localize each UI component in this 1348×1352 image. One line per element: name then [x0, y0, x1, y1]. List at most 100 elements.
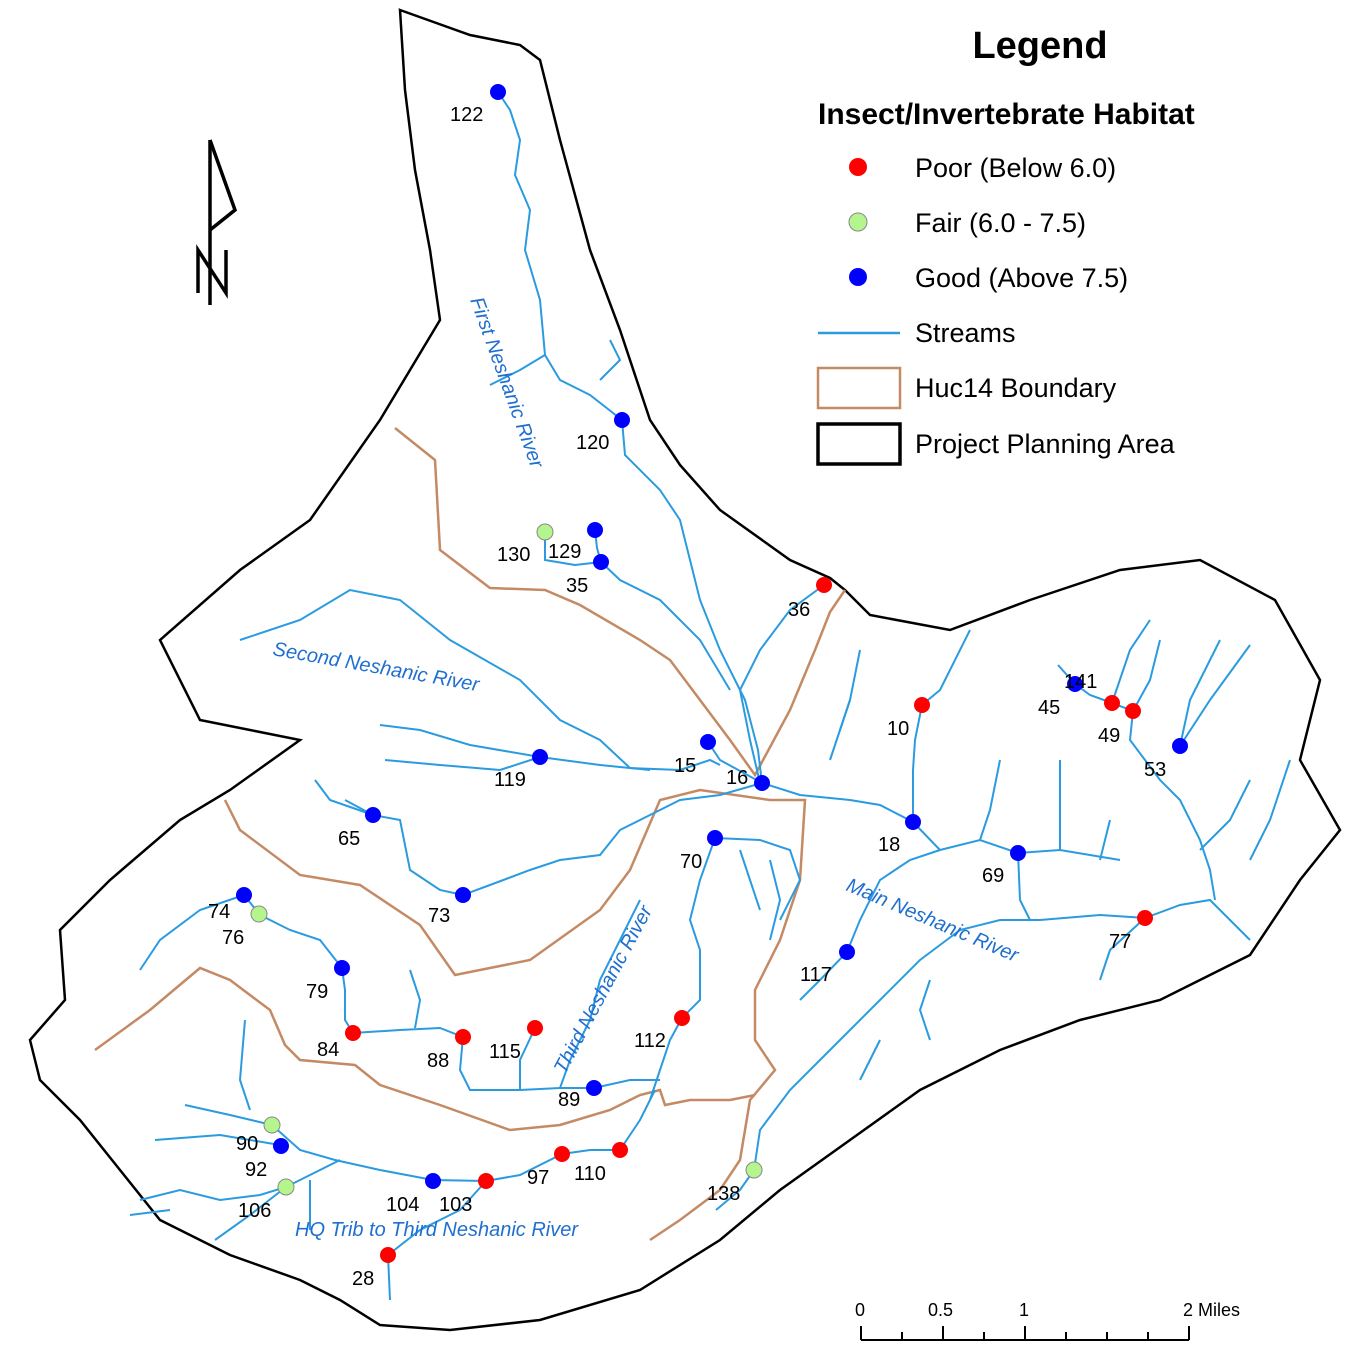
scale-label-05: 0.5: [928, 1300, 953, 1320]
site-141[interactable]: 141: [1064, 671, 1097, 693]
site-label: 138: [707, 1183, 740, 1205]
site-label: 104: [386, 1194, 419, 1216]
site-73[interactable]: 73: [428, 887, 471, 927]
site-28[interactable]: 28: [352, 1247, 396, 1290]
legend-huc14-swatch: [816, 366, 902, 410]
site-label: 117: [800, 964, 832, 986]
legend-good-label: Good (Above 7.5): [915, 263, 1128, 293]
site-77[interactable]: 77: [1109, 910, 1153, 953]
legend-poor-label: Poor (Below 6.0): [915, 153, 1116, 183]
north-arrow-icon: [196, 139, 238, 305]
site-label: 73: [428, 905, 450, 927]
legend-title: Legend: [972, 25, 1107, 67]
site-110[interactable]: 110: [574, 1142, 628, 1185]
site-36[interactable]: 36: [788, 577, 832, 621]
site-label: 74: [208, 901, 230, 923]
site-119[interactable]: 119: [494, 749, 548, 791]
site-120[interactable]: 120: [576, 412, 630, 454]
site-45[interactable]: 45: [1038, 695, 1120, 719]
site-label: 110: [574, 1163, 606, 1185]
site-label: 97: [527, 1167, 549, 1189]
site-label: 76: [222, 927, 244, 949]
sampling-sites: 122 120 130 129 35 36 10 141 45 49 53 11…: [208, 84, 1188, 1290]
legend-poor-swatch: [849, 158, 867, 176]
site-label: 84: [317, 1039, 339, 1061]
site-106[interactable]: 106: [238, 1178, 295, 1222]
site-label: 53: [1144, 759, 1166, 781]
site-label: 90: [236, 1133, 258, 1155]
site-label: 103: [439, 1194, 472, 1216]
site-16[interactable]: 16: [726, 767, 770, 791]
site-122[interactable]: 122: [450, 84, 506, 126]
project-planning-area-boundary: [28, 8, 1342, 1332]
site-69[interactable]: 69: [982, 845, 1026, 887]
site-129[interactable]: 129: [548, 522, 603, 563]
site-label: 77: [1109, 931, 1131, 953]
site-117[interactable]: 117: [800, 944, 855, 986]
site-label: 92: [245, 1159, 267, 1181]
site-label: 112: [634, 1030, 666, 1052]
site-label: 36: [788, 599, 810, 621]
site-130[interactable]: 130: [497, 523, 554, 566]
site-84[interactable]: 84: [317, 1025, 361, 1061]
site-label: 141: [1064, 671, 1097, 693]
site-label: 69: [982, 865, 1004, 887]
site-label: 106: [238, 1200, 271, 1222]
legend: Legend Insect/Invertebrate Habitat Poor …: [816, 25, 1195, 466]
site-label: 18: [878, 834, 900, 856]
scale-label-0: 0: [855, 1300, 865, 1320]
site-label: 89: [558, 1089, 580, 1111]
huc14-boundaries: [94, 427, 847, 1242]
river-labels: First Neshanic River Second Neshanic Riv…: [271, 294, 1023, 1241]
site-15[interactable]: 15: [674, 734, 716, 777]
river-label-second: Second Neshanic River: [271, 638, 482, 696]
site-35[interactable]: 35: [566, 554, 609, 597]
site-76[interactable]: 76: [222, 905, 268, 949]
site-label: 10: [887, 718, 909, 740]
site-label: 119: [494, 769, 526, 791]
site-label: 88: [427, 1050, 449, 1072]
site-49[interactable]: 49: [1098, 703, 1141, 747]
legend-subtitle: Insect/Invertebrate Habitat: [818, 98, 1195, 131]
legend-good-swatch: [849, 268, 867, 286]
site-label: 45: [1038, 697, 1060, 719]
scale-bar: [860, 1326, 1190, 1341]
legend-planning-label: Project Planning Area: [915, 429, 1176, 459]
site-10[interactable]: 10: [887, 697, 930, 740]
site-label: 70: [680, 851, 702, 873]
legend-fair-label: Fair (6.0 - 7.5): [915, 208, 1086, 238]
legend-fair-swatch: [848, 212, 868, 232]
site-label: 79: [306, 981, 328, 1003]
site-90[interactable]: 90: [236, 1116, 281, 1155]
site-70[interactable]: 70: [680, 830, 723, 873]
site-97[interactable]: 97: [527, 1146, 570, 1189]
site-79[interactable]: 79: [306, 960, 350, 1003]
site-138[interactable]: 138: [707, 1161, 763, 1205]
site-89[interactable]: 89: [558, 1080, 602, 1111]
site-88[interactable]: 88: [427, 1029, 471, 1072]
legend-huc14-label: Huc14 Boundary: [915, 373, 1117, 403]
site-label: 35: [566, 575, 588, 597]
site-label: 16: [726, 767, 748, 789]
site-53[interactable]: 53: [1144, 738, 1188, 781]
site-92[interactable]: 92: [245, 1138, 289, 1181]
river-label-first: First Neshanic River: [465, 294, 548, 472]
site-65[interactable]: 65: [338, 807, 381, 850]
site-label: 65: [338, 828, 360, 850]
legend-streams-label: Streams: [915, 318, 1016, 348]
site-18[interactable]: 18: [878, 814, 921, 856]
site-74[interactable]: 74: [208, 887, 252, 923]
river-label-hq: HQ Trib to Third Neshanic River: [295, 1219, 579, 1241]
site-115[interactable]: 115: [489, 1020, 543, 1063]
scale-label-2: 2 Miles: [1183, 1300, 1240, 1320]
site-label: 130: [497, 544, 530, 566]
scale-label-1: 1: [1019, 1300, 1029, 1320]
legend-planning-swatch: [816, 422, 902, 466]
site-label: 15: [674, 755, 696, 777]
site-label: 122: [450, 104, 483, 126]
site-104[interactable]: 104: [386, 1173, 441, 1216]
site-103[interactable]: 103: [439, 1173, 494, 1216]
site-112[interactable]: 112: [634, 1010, 690, 1052]
site-label: 115: [489, 1041, 521, 1063]
